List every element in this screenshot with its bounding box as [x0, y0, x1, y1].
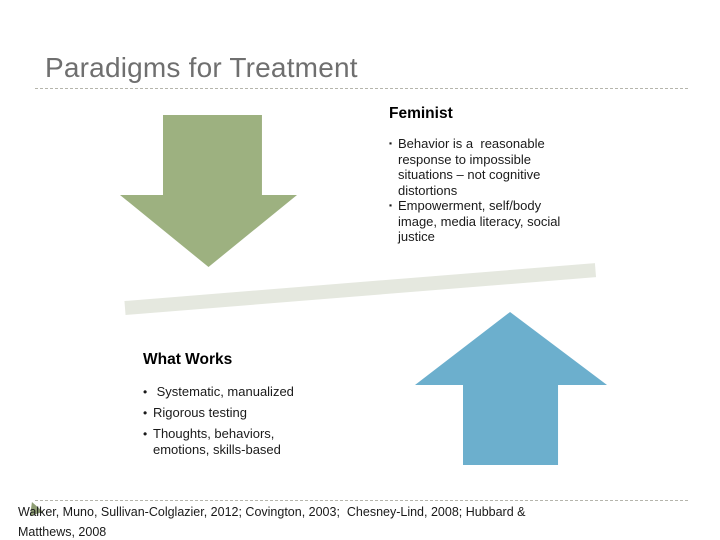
- feminist-heading: Feminist: [389, 105, 453, 122]
- footer-divider: [35, 500, 688, 501]
- feminist-section: Feminist ▪ Behavior is a reasonable resp…: [389, 104, 587, 245]
- bullet-marker: ▪: [389, 200, 393, 210]
- list-item: • Thoughts, behaviors, emotions, skills-…: [143, 426, 373, 458]
- bullet-text: Systematic, manualized: [153, 384, 294, 399]
- what-works-heading: What Works: [143, 351, 233, 368]
- title-divider: [35, 88, 688, 89]
- list-item: • Systematic, manualized: [143, 384, 373, 400]
- seesaw-bar: [124, 263, 597, 315]
- what-works-bullet-list: • Systematic, manualized • Rigorous test…: [143, 384, 373, 458]
- list-item: ▪ Behavior is a reasonable response to i…: [389, 136, 587, 198]
- feminist-bullet-list: ▪ Behavior is a reasonable response to i…: [389, 136, 587, 245]
- citation-text: Walker, Muno, Sullivan-Colglazier, 2012;…: [18, 505, 526, 539]
- down-arrow-icon: [120, 115, 297, 267]
- bullet-text: Rigorous testing: [153, 405, 247, 420]
- bullet-marker: •: [143, 427, 148, 441]
- bullet-marker: ▪: [389, 138, 393, 148]
- bullet-text: Thoughts, behaviors, emotions, skills-ba…: [153, 426, 281, 457]
- list-item: ▪ Empowerment, self/body image, media li…: [389, 198, 587, 245]
- bullet-marker: •: [143, 385, 148, 399]
- slide-title: Paradigms for Treatment: [45, 52, 358, 83]
- bullet-text: Behavior is a reasonable response to imp…: [398, 136, 545, 198]
- bullet-marker: •: [143, 406, 148, 420]
- what-works-section: What Works • Systematic, manualized • Ri…: [143, 350, 373, 463]
- up-arrow-icon: [415, 312, 607, 465]
- list-item: • Rigorous testing: [143, 405, 373, 421]
- bullet-text: Empowerment, self/body image, media lite…: [398, 198, 561, 244]
